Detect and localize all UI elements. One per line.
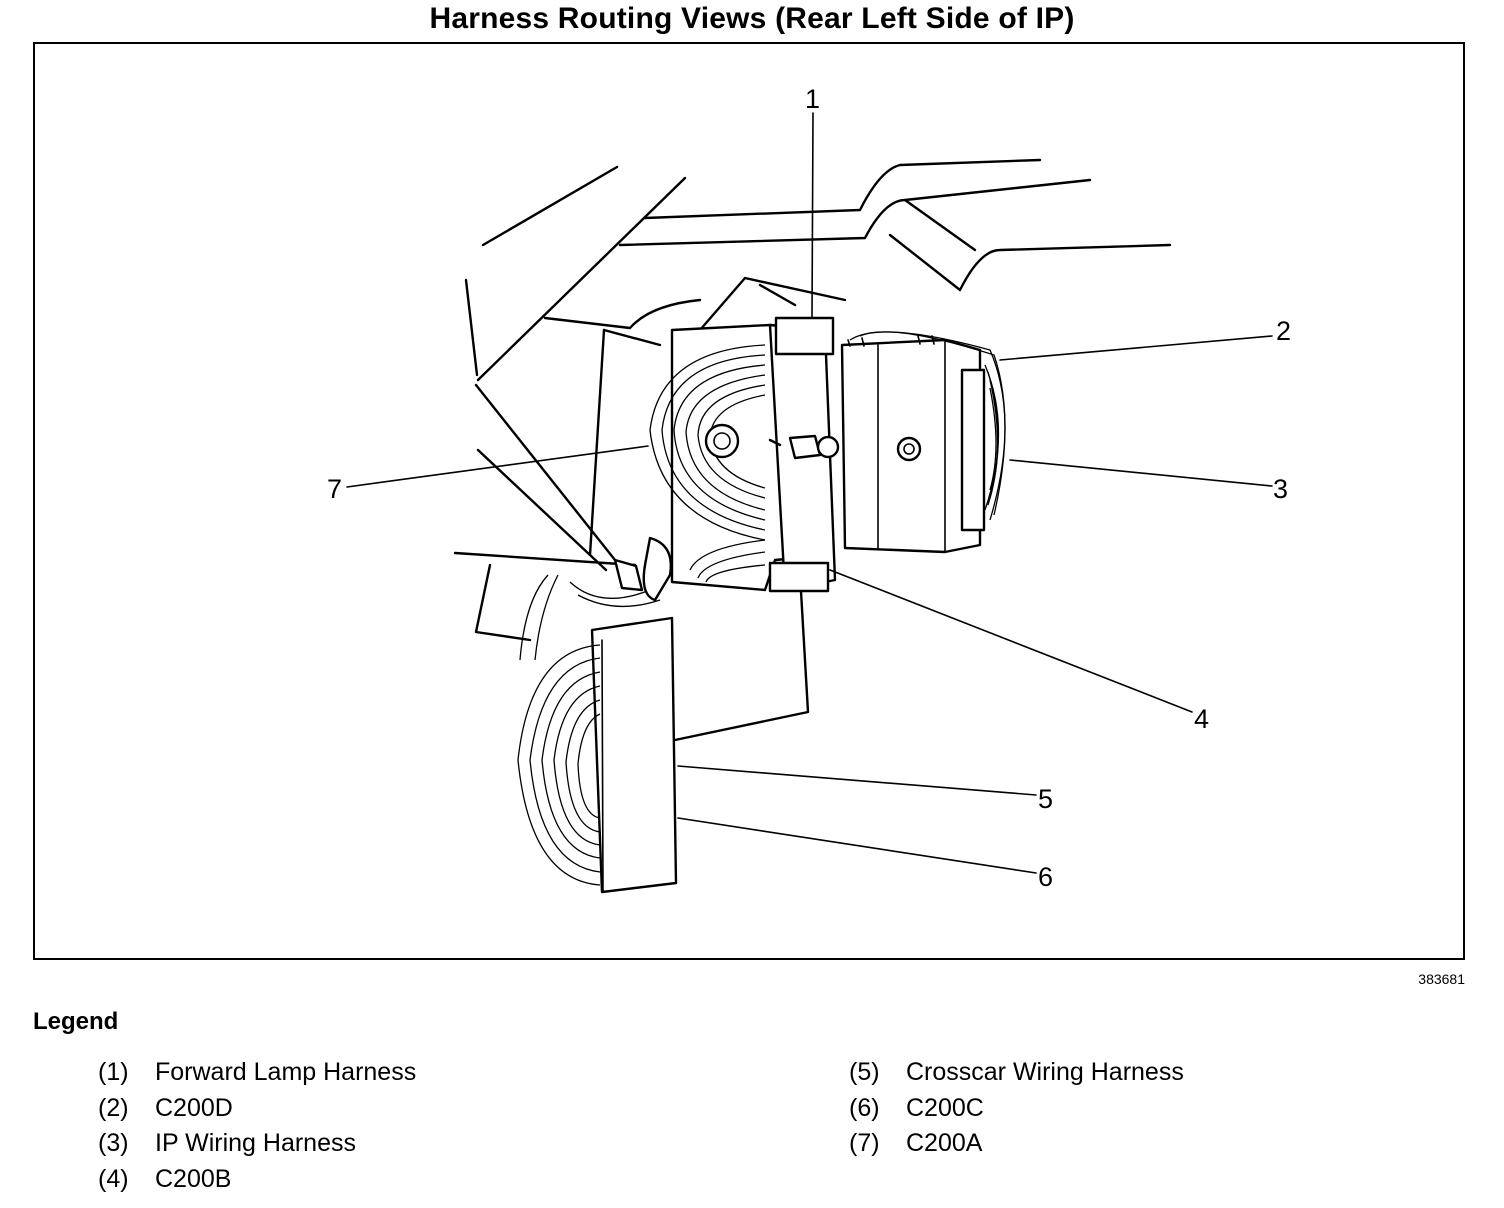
callout-7: 7 (327, 474, 342, 504)
ip-wiring-harness (849, 331, 1006, 521)
callout-6: 6 (1038, 862, 1053, 892)
c200a-connector (649, 316, 840, 593)
legend-item: (1) Forward Lamp Harness (98, 1058, 416, 1094)
callout-2: 2 (1276, 316, 1291, 346)
legend-item-number: (6) (849, 1093, 880, 1122)
legend-item-label: C200A (906, 1129, 983, 1157)
legend-item-number: (3) (98, 1129, 129, 1157)
diagram-title: Harness Routing Views (Rear Left Side of… (429, 2, 1075, 35)
legend-item-number: (1) (98, 1058, 129, 1086)
illustration-frame (33, 42, 1465, 960)
leader-lines (346, 112, 1273, 874)
legend-item-number: (5) (849, 1058, 880, 1086)
callout-3: 3 (1273, 474, 1288, 504)
legend-item: (3) IP Wiring Harness (98, 1129, 416, 1165)
legend-column-right: (5) Crosscar Wiring Harness (6) C200C (7) C… (849, 1058, 1184, 1165)
legend-heading: Legend (33, 1008, 119, 1035)
legend-item-label: Crosscar Wiring Harness (906, 1058, 1184, 1086)
c200a-wire-bundle (649, 344, 766, 583)
legend-item-number: (4) (98, 1164, 129, 1193)
legend-item: (2) C200D (98, 1094, 416, 1130)
legend-item-label: Forward Lamp Harness (155, 1058, 417, 1086)
callout-5: 5 (1038, 784, 1053, 814)
crosscar-wiring-harness (517, 574, 661, 886)
c200c-connector (517, 536, 678, 894)
legend-item: (6) C200C (849, 1094, 1184, 1130)
legend-item: (4) C200B (98, 1165, 416, 1201)
c200d-connector (840, 331, 1006, 554)
legend-item-label: C200C (906, 1093, 984, 1122)
dashboard-structure (453, 158, 1172, 742)
callout-4: 4 (1194, 704, 1209, 734)
legend-item-number: (7) (849, 1129, 880, 1157)
legend-item-label: C200D (155, 1093, 233, 1122)
legend-item-label: IP Wiring Harness (155, 1129, 356, 1157)
legend-item-number: (2) (98, 1093, 129, 1122)
legend-item-label: C200B (155, 1164, 232, 1193)
callout-1: 1 (805, 84, 820, 114)
legend-column-left: (1) Forward Lamp Harness (2) C200D (3) IP W… (98, 1058, 416, 1200)
legend-item: (5) Crosscar Wiring Harness (849, 1058, 1184, 1094)
legend-item: (7) C200A (849, 1129, 1184, 1165)
figure-id: 383681 (1418, 971, 1465, 987)
